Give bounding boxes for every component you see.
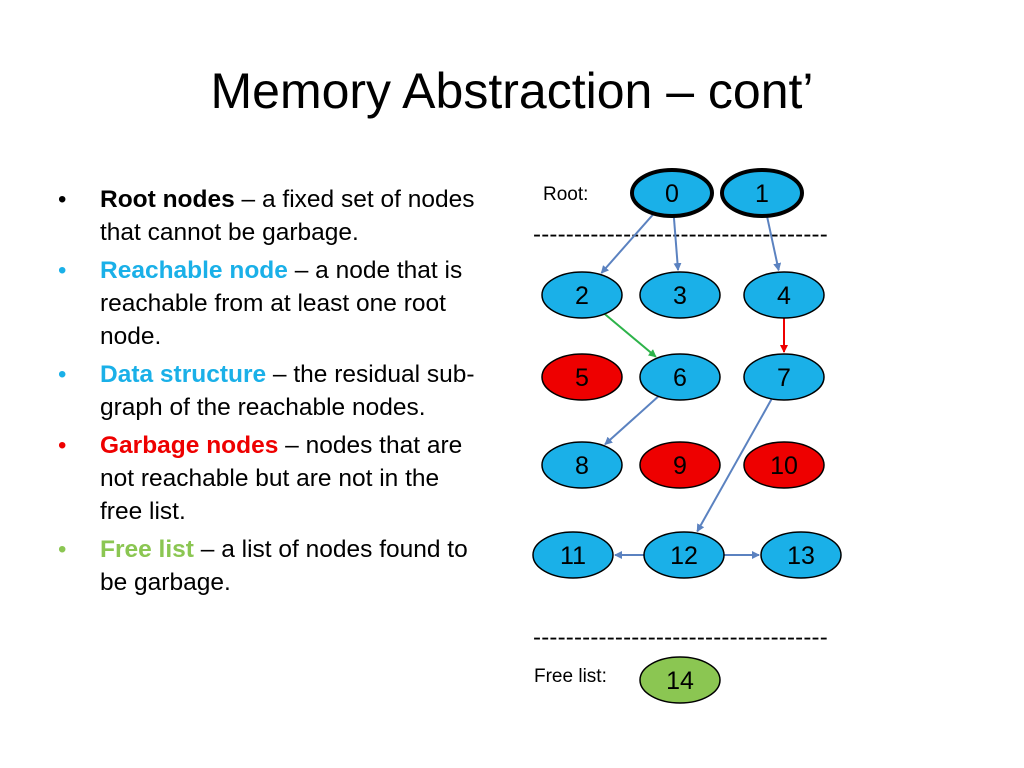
node-0: 0 xyxy=(630,168,714,218)
node-label: 7 xyxy=(777,364,791,392)
node-label: 5 xyxy=(575,364,589,392)
term-reachable-node: Reachable node xyxy=(100,257,288,284)
node-shape xyxy=(639,271,721,319)
node-label: 14 xyxy=(666,667,694,695)
node-shape xyxy=(743,271,825,319)
node-shape xyxy=(541,271,623,319)
node-1: 1 xyxy=(720,168,804,218)
memory-graph-diagram: Root: ----------------------------------… xyxy=(532,168,842,704)
node-label: 13 xyxy=(787,542,815,570)
node-label: 6 xyxy=(673,364,687,392)
term-free-list: Free list xyxy=(100,536,194,563)
edge-2-to-6 xyxy=(602,312,657,358)
bullet-garbage-nodes: • Garbage nodes – nodes that are not rea… xyxy=(58,429,488,528)
node-label: 1 xyxy=(755,180,769,208)
free-list-label: Free list: xyxy=(534,666,607,687)
node-10: 10 xyxy=(743,441,825,489)
node-13: 13 xyxy=(760,531,842,579)
node-label: 8 xyxy=(575,452,589,480)
root-separator: ------------------------------------ xyxy=(533,221,828,248)
desc-root-nodes: – a fixed set of nodes that cannot be ga… xyxy=(100,186,475,246)
node-shape xyxy=(639,656,721,704)
node-5: 5 xyxy=(541,353,623,401)
term-root-nodes: Root nodes xyxy=(100,186,235,213)
node-label: 4 xyxy=(777,282,791,310)
node-label: 3 xyxy=(673,282,687,310)
node-12: 12 xyxy=(643,531,725,579)
node-7: 7 xyxy=(743,353,825,401)
node-shape xyxy=(630,168,714,218)
node-shape xyxy=(743,353,825,401)
bullet-dot: • xyxy=(58,536,67,563)
node-label: 10 xyxy=(770,452,798,480)
desc-reachable-node: – a node that is reachable from at least… xyxy=(100,257,463,350)
edge-0-to-2 xyxy=(600,211,656,274)
node-label: 9 xyxy=(673,452,687,480)
bullet-dot: • xyxy=(58,257,67,284)
desc-free-list: – a list of nodes found to be garbage. xyxy=(100,536,468,596)
node-shape xyxy=(743,441,825,489)
node-shape xyxy=(639,353,721,401)
node-shape xyxy=(541,353,623,401)
bullet-list: • Root nodes – a fixed set of nodes that… xyxy=(58,183,488,604)
bullet-dot: • xyxy=(58,361,67,388)
bullet-dot: • xyxy=(58,186,67,213)
node-3: 3 xyxy=(639,271,721,319)
node-11: 11 xyxy=(532,531,614,579)
node-label: 12 xyxy=(670,542,698,570)
root-label: Root: xyxy=(543,184,588,205)
term-data-structure: Data structure xyxy=(100,361,267,388)
bullet-data-structure: • Data structure – the residual sub-grap… xyxy=(58,358,488,424)
desc-garbage-nodes: – nodes that are not reachable but are n… xyxy=(100,432,463,525)
term-garbage-nodes: Garbage nodes xyxy=(100,432,279,459)
node-shape xyxy=(541,441,623,489)
node-shape xyxy=(720,168,804,218)
node-8: 8 xyxy=(541,441,623,489)
bullet-reachable-node: • Reachable node – a node that is reacha… xyxy=(58,254,488,353)
node-14: 14 xyxy=(639,656,721,704)
edge-0-to-3 xyxy=(672,214,682,272)
edge-6-to-8 xyxy=(604,394,661,446)
node-shape xyxy=(532,531,614,579)
node-2: 2 xyxy=(541,271,623,319)
node-label: 11 xyxy=(560,542,586,570)
bullet-dot: • xyxy=(58,432,67,459)
node-9: 9 xyxy=(639,441,721,489)
node-shape xyxy=(760,531,842,579)
node-label: 2 xyxy=(575,282,589,310)
node-4: 4 xyxy=(743,271,825,319)
edge-7-to-12 xyxy=(696,397,774,533)
node-6: 6 xyxy=(639,353,721,401)
free-list-separator: ------------------------------------ xyxy=(533,624,828,651)
node-label: 0 xyxy=(665,180,679,208)
node-shape xyxy=(643,531,725,579)
bullet-free-list: • Free list – a list of nodes found to b… xyxy=(58,533,488,599)
bullet-root-nodes: • Root nodes – a fixed set of nodes that… xyxy=(58,183,488,249)
node-shape xyxy=(639,441,721,489)
desc-data-structure: – the residual sub-graph of the reachabl… xyxy=(100,361,475,421)
edge-1-to-4 xyxy=(765,214,782,272)
slide-title: Memory Abstraction – cont’ xyxy=(210,63,814,119)
